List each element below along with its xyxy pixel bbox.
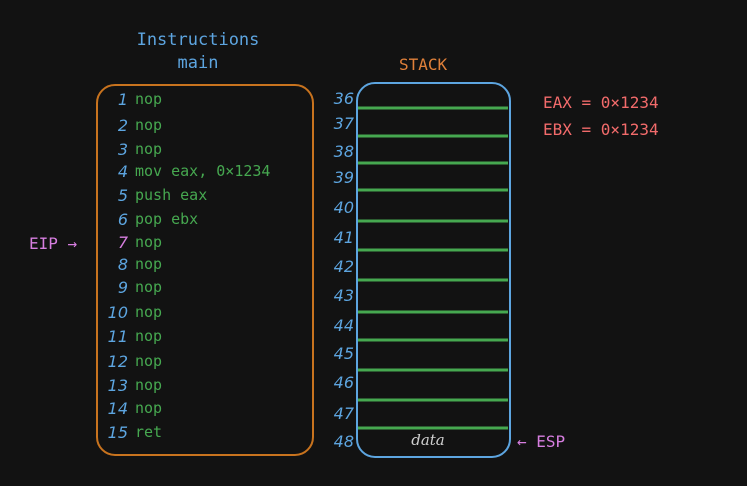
ebx-register: EBX = 0×1234 — [543, 120, 659, 139]
instruction-text: nop — [135, 90, 163, 108]
line-number: 7 — [117, 232, 128, 252]
eip-label: EIP — [29, 234, 58, 253]
line-number: 8 — [117, 254, 128, 274]
instruction-text: nop — [135, 116, 163, 134]
instructions-title: Instructions — [136, 30, 260, 50]
line-number: 13 — [107, 375, 128, 395]
line-number: 3 — [117, 139, 128, 159]
instruction-line: 1 nop — [106, 89, 162, 109]
stack-address: 43 — [333, 286, 354, 305]
stack-address: 41 — [333, 228, 354, 247]
line-number: 11 — [107, 326, 128, 346]
instruction-text: nop — [135, 278, 163, 296]
stack-address: 47 — [333, 404, 354, 423]
instruction-text: nop — [135, 399, 163, 417]
line-number: 10 — [107, 302, 128, 322]
stack-address: 39 — [333, 168, 354, 187]
instruction-line: 11 nop — [106, 326, 162, 346]
line-number: 12 — [107, 351, 128, 371]
esp-arrow-icon: ← — [517, 432, 527, 451]
stack-address: 44 — [333, 316, 354, 335]
instruction-text: nop — [135, 303, 163, 321]
stack-address: 46 — [333, 373, 354, 392]
instruction-line: 6 pop ebx — [106, 209, 198, 229]
stack-address: 42 — [333, 257, 354, 276]
instruction-line: 5 push eax — [106, 185, 207, 205]
eip-pointer: EIP → — [29, 234, 77, 253]
instruction-line: 8 nop — [106, 254, 162, 274]
instruction-text: pop ebx — [135, 210, 199, 228]
instruction-text: nop — [135, 233, 163, 251]
instructions-box — [96, 84, 314, 456]
stack-address: 45 — [333, 344, 354, 363]
instruction-line: 7 nop — [106, 232, 162, 252]
stack-slot-dividers — [358, 106, 508, 430]
line-number: 4 — [117, 161, 128, 181]
line-number: 15 — [107, 422, 128, 442]
stack-box — [356, 82, 511, 458]
instruction-text: nop — [135, 255, 163, 273]
stack-address: 48 — [333, 432, 354, 451]
instruction-text: mov eax, 0×1234 — [135, 162, 271, 180]
function-name: main — [177, 53, 219, 73]
instruction-line: 4 mov eax, 0×1234 — [106, 161, 271, 181]
stack-slot-data: data — [411, 431, 445, 449]
instruction-line: 10 nop — [106, 302, 162, 322]
line-number: 14 — [107, 398, 128, 418]
line-number: 9 — [117, 277, 128, 297]
stack-address: 37 — [333, 114, 354, 133]
instruction-line: 13 nop — [106, 375, 162, 395]
line-number: 5 — [117, 185, 128, 205]
line-number: 1 — [117, 89, 128, 109]
esp-label: ESP — [536, 432, 566, 451]
instruction-text: nop — [135, 327, 163, 345]
line-number: 2 — [117, 115, 128, 135]
eax-register: EAX = 0×1234 — [543, 93, 659, 112]
line-number: 6 — [117, 209, 128, 229]
instruction-text: push eax — [135, 186, 208, 204]
stack-address: 40 — [333, 198, 354, 217]
stack-title: STACK — [399, 55, 448, 74]
instruction-text: nop — [135, 376, 163, 394]
instruction-text: nop — [135, 352, 163, 370]
instruction-line: 14 nop — [106, 398, 162, 418]
stack-address: 36 — [333, 89, 354, 108]
instruction-line: 2 nop — [106, 115, 162, 135]
esp-pointer: ← ESP — [517, 432, 565, 451]
instruction-line: 3 nop — [106, 139, 162, 159]
instruction-text: ret — [135, 423, 163, 441]
stack-address: 38 — [333, 142, 354, 161]
instruction-text: nop — [135, 140, 163, 158]
instruction-line: 15 ret — [106, 422, 162, 442]
instruction-line: 9 nop — [106, 277, 162, 297]
instruction-line: 12 nop — [106, 351, 162, 371]
eip-arrow-icon: → — [67, 234, 78, 253]
